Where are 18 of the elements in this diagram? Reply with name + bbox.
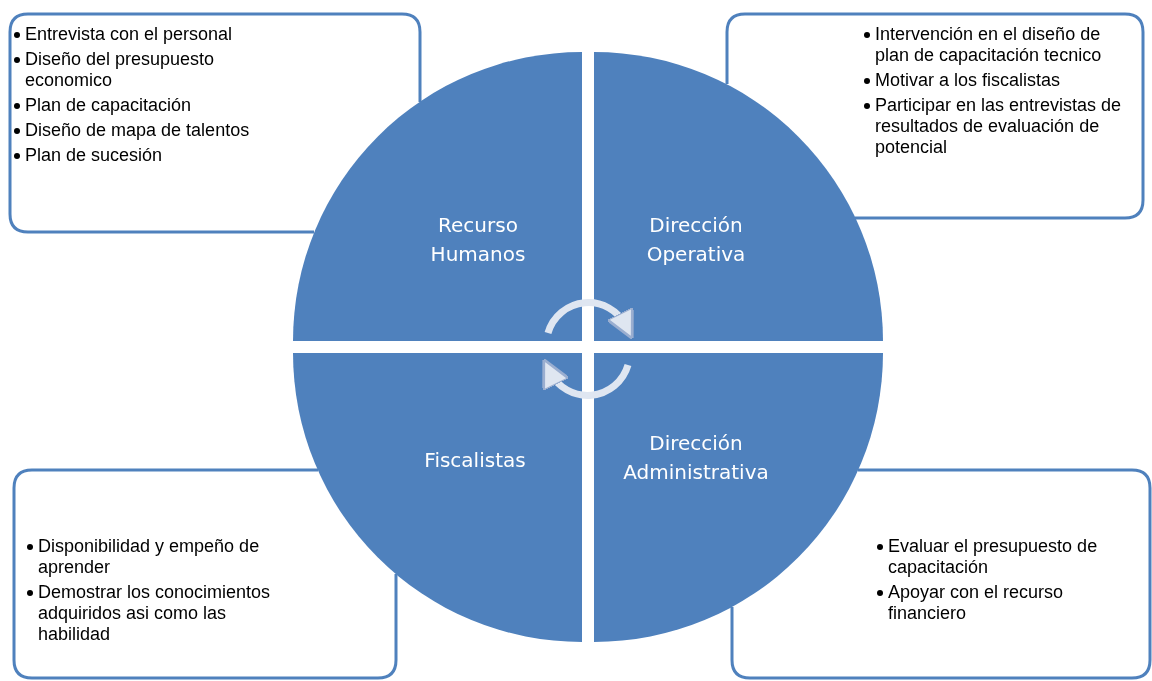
bullet-text: Motivar a los fiscalistas <box>875 70 1061 91</box>
bullet-text: Demostrar los conocimientos adquiridos asi como las habilidad <box>38 582 272 645</box>
quadrant-label: Fiscalistas <box>423 446 527 474</box>
bullet-text: Disponibilidad y empeño de aprender <box>38 536 261 578</box>
bullet-text: Apoyar con el recurso financiero <box>888 582 1065 624</box>
bullet-text: Plan de sucesión <box>25 145 163 166</box>
bullet-text: Diseño del presupuesto economico <box>25 49 216 91</box>
bullet-text: Plan de capacitación <box>25 95 192 116</box>
quadrant-label: Dirección Administrativa <box>622 430 770 486</box>
bullet-text: Diseño de mapa de talentos <box>25 120 250 141</box>
quadrant-label: Dirección Operativa <box>645 212 747 268</box>
bullet-text: Entrevista con el personal <box>25 24 233 45</box>
bullet-text: Participar en las entrevistas de resultados de evaluación de potencial <box>875 95 1123 158</box>
curved-arrow <box>541 358 632 399</box>
curved-arrow <box>544 299 635 340</box>
bullet-text: Intervención en el diseño de plan de capacitación tecnico <box>875 24 1103 66</box>
bullet-text: Evaluar el presupuesto de capacitación <box>888 536 1099 578</box>
quadrant-label: Recurso Humanos <box>429 212 527 268</box>
